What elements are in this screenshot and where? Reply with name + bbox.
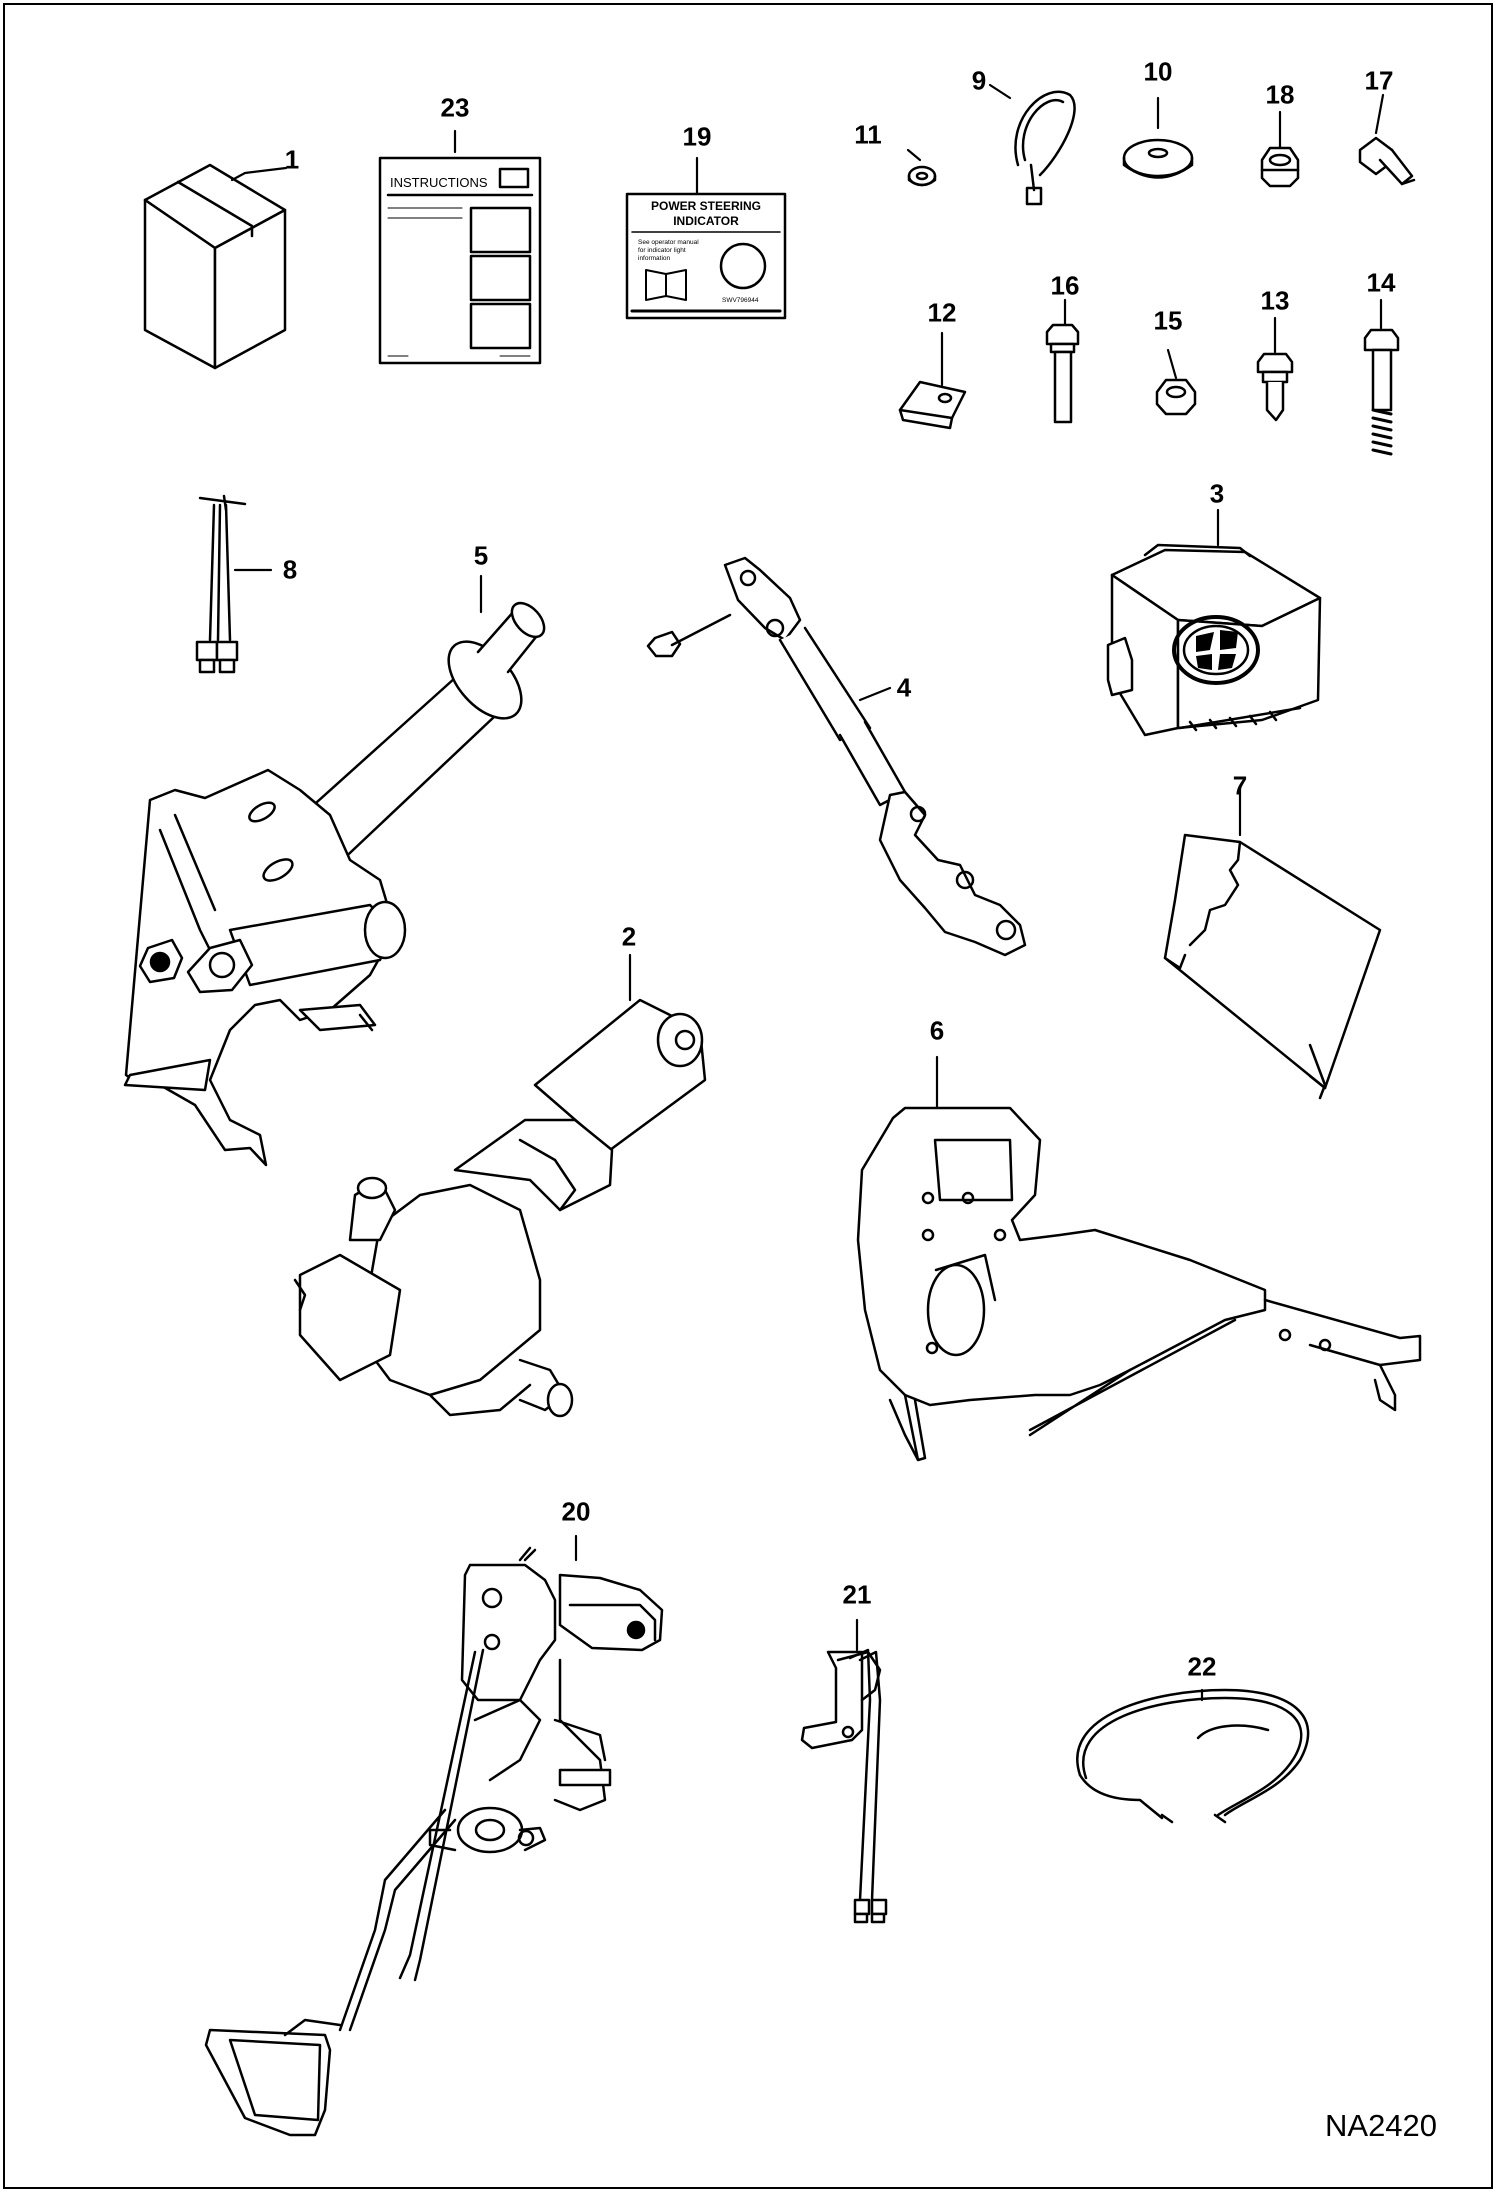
part-20-pedal-assembly — [204, 1546, 664, 2137]
callout-22: 22 — [1187, 1651, 1217, 1682]
callout-20: 20 — [561, 1496, 591, 1527]
part-11-lock-washer — [907, 165, 937, 187]
callout-4: 4 — [896, 672, 912, 703]
part-19-decal: POWER STEERING INDICATOR See operator ma… — [625, 192, 787, 320]
part-13-bolt — [1256, 352, 1294, 422]
part-16-shoulder-bolt — [1045, 323, 1080, 424]
part-7-cover-shield — [1163, 833, 1382, 1100]
callout-8: 8 — [282, 554, 298, 585]
part-4-steering-shaft — [646, 556, 1027, 957]
callout-10: 10 — [1143, 56, 1173, 87]
decal-note-2: for indicator light — [638, 247, 686, 254]
decal-note-3: information — [638, 255, 671, 262]
callout-11: 11 — [854, 119, 882, 150]
part-10-flat-washer — [1122, 138, 1194, 179]
part-6-frame-bracket — [856, 1106, 1422, 1462]
part-21-sensor-bracket — [800, 1648, 888, 1924]
part-2-steering-motor — [293, 998, 707, 1418]
callout-21: 21 — [842, 1579, 872, 1610]
leader-lines — [230, 83, 1385, 1702]
decal-title-1: POWER STEERING — [651, 199, 761, 213]
callout-3: 3 — [1209, 478, 1225, 509]
callout-2: 2 — [621, 921, 637, 952]
diagram-frame — [3, 3, 1493, 2189]
callout-23: 23 — [440, 92, 470, 123]
part-22-cable — [1076, 1688, 1310, 1824]
book-icon — [645, 269, 687, 301]
part-5-steering-column — [123, 601, 546, 1167]
instructions-header: INSTRUCTIONS — [390, 175, 488, 190]
callout-14: 14 — [1366, 267, 1396, 298]
decal-title-2: INDICATOR — [673, 214, 739, 228]
part-8-wire-harness — [195, 494, 247, 674]
callout-18: 18 — [1265, 79, 1295, 110]
callout-1: 1 — [284, 144, 300, 175]
callout-7: 7 — [1232, 770, 1248, 801]
callout-17: 17 — [1364, 65, 1394, 96]
callout-12: 12 — [927, 297, 957, 328]
callout-19: 19 — [682, 121, 712, 152]
callout-9: 9 — [971, 65, 987, 96]
part-1-box — [143, 163, 287, 370]
decal-part-number: SWV796944 — [722, 297, 759, 304]
callout-15: 15 — [1153, 305, 1183, 336]
part-3-controller-module — [1106, 543, 1322, 737]
callout-13: 13 — [1260, 285, 1290, 316]
diagram-code: NA2420 — [1325, 2108, 1438, 2143]
callout-16: 16 — [1050, 270, 1080, 301]
decal-note-1: See operator manual — [638, 239, 699, 246]
part-18-flange-nut — [1260, 146, 1300, 188]
part-15-nut — [1155, 378, 1197, 416]
part-14-long-bolt — [1363, 328, 1400, 456]
part-17-bolt — [1358, 136, 1416, 186]
part-23-instructions-sheet: INSTRUCTIONS — [378, 156, 542, 365]
part-9-cable-tie — [1014, 90, 1076, 206]
part-12-clip-nut — [898, 380, 967, 430]
callout-5: 5 — [473, 540, 489, 571]
callout-6: 6 — [929, 1015, 945, 1046]
